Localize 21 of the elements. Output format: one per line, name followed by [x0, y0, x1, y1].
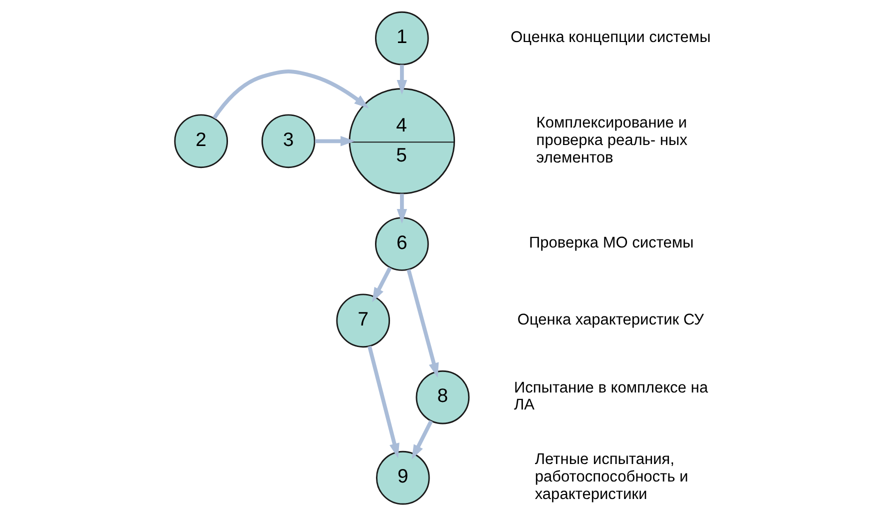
label: Комплексирование и проверка реаль- ных элементов	[536, 114, 687, 166]
label: Испытание в комплексе на ЛА	[513, 379, 708, 414]
arrow	[212, 70, 368, 120]
node-circle: 8	[415, 370, 470, 424]
node-circle: 2	[174, 114, 228, 168]
arrow	[367, 346, 399, 458]
node-circle: 9	[375, 450, 430, 505]
node-circle: 7	[336, 294, 390, 348]
arrow	[372, 266, 392, 302]
label: Оценка характеристик СУ	[516, 311, 704, 328]
label: Проверка МО системы	[528, 234, 694, 252]
arrow	[396, 64, 407, 95]
node-circle: 3	[260, 114, 315, 168]
node-circle: 1	[374, 11, 428, 66]
arrow	[411, 420, 432, 460]
label: Оценка концепции системы	[510, 28, 710, 46]
node-circle: 6	[374, 217, 428, 271]
label: Летные испытания, работоспособность и характеристики	[534, 451, 688, 503]
arrow	[396, 194, 407, 224]
arrow	[314, 136, 355, 146]
arrow	[406, 269, 438, 378]
